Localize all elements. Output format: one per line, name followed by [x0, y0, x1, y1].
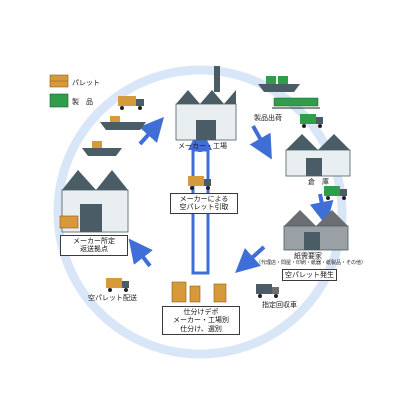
ship-top-left-icon [100, 116, 146, 130]
return-point-box: メーカー所定 返送拠点 [60, 235, 128, 256]
arrow-demand-to-depot [235, 245, 266, 274]
legend-product-icon [49, 93, 69, 108]
truck-collector-icon [256, 284, 279, 298]
arrow-warehouse-to-demand [309, 193, 334, 226]
factory-building-icon [175, 66, 237, 141]
legend-pallet-label: パレット [72, 79, 100, 87]
arrow-factory-to-warehouse [249, 125, 272, 160]
truck-top-left-icon [118, 96, 144, 110]
return-point-building-icon [59, 170, 129, 233]
depot-pallet-stack-icon [171, 281, 227, 303]
warehouse-label: 倉 庫 [308, 178, 329, 186]
demand-building-icon [283, 210, 349, 251]
truck-maker-pickup-icon [188, 176, 211, 190]
depot-line1: 仕分けデポ [183, 308, 219, 316]
depot-line3: 仕分け、選別 [180, 324, 222, 333]
designated-collector-label: 指定回収車 [262, 301, 297, 309]
depot-line2: メーカー・工場別 [173, 316, 229, 325]
ship-top-right-icon [258, 76, 300, 92]
cycle-ring [53, 65, 347, 359]
maker-pickup-box: メーカーによる 空パレット引取 [170, 193, 238, 214]
maker-pickup-line1: メーカーによる [179, 195, 229, 203]
return-line1: メーカー所定 [73, 237, 115, 245]
empty-delivery-label: 空パレット配送 [88, 294, 137, 302]
return-line2: 返送拠点 [80, 245, 108, 254]
truck-warehouse-icon [324, 186, 347, 200]
legend-product-label: 製 品 [72, 98, 93, 106]
depot-box: 仕分けデポ メーカー・工場別 仕分け、選別 [162, 306, 240, 336]
truck-right-icon [300, 114, 323, 128]
arrow-return-to-factory [138, 117, 164, 146]
train-top-right-icon [272, 97, 320, 109]
factory-label: メーカー・工場 [178, 142, 227, 150]
legend-pallet-icon [49, 74, 69, 88]
demand-sub-label: （代理店・問屋・印刷・紙器・紙製品・その他） [256, 260, 367, 266]
pallet-generated-box: 空パレット発生 [282, 269, 337, 282]
warehouse-building-icon [285, 134, 351, 177]
ship-left-icon [82, 141, 122, 156]
maker-pickup-line2: 空パレット引取 [179, 203, 229, 212]
truck-delivery-icon [106, 278, 129, 292]
arrow-depot-to-return [128, 238, 153, 268]
shipping-label: 製品出荷 [254, 114, 282, 122]
demand-title-label: 紙需要家 [294, 252, 322, 260]
